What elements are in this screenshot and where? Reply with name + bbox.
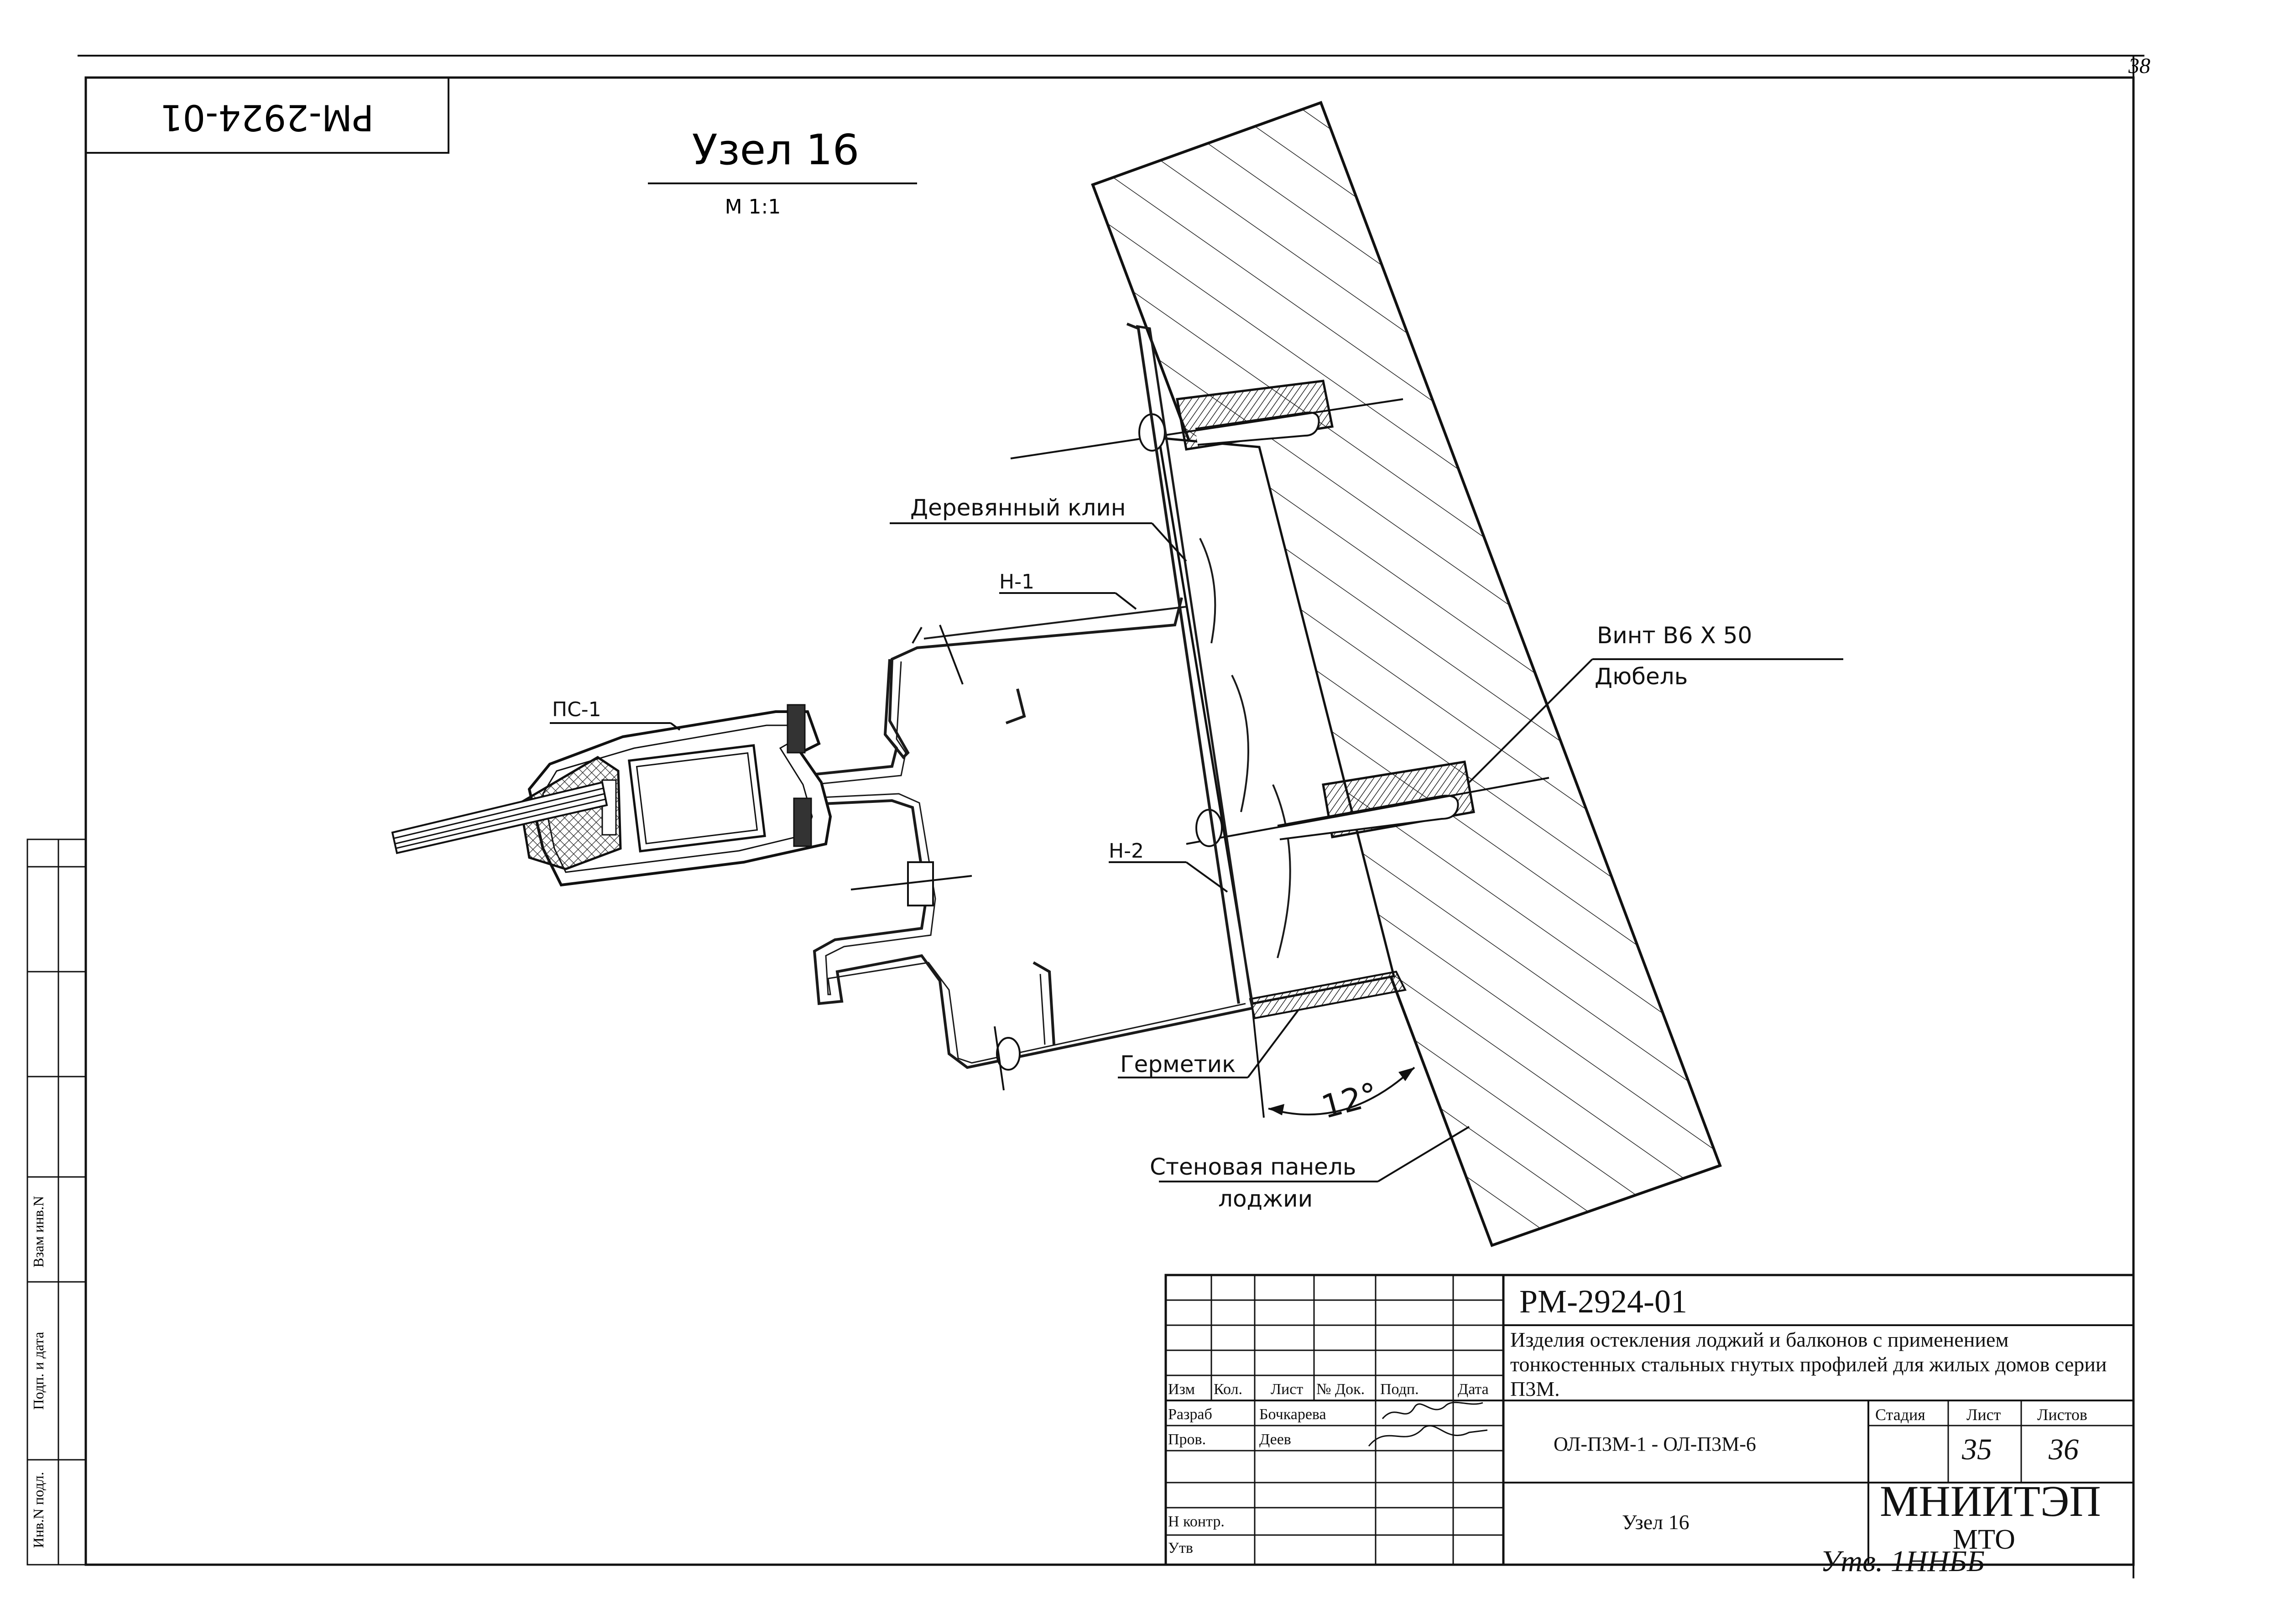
tb-role-checker: Пров. (1168, 1431, 1206, 1448)
tb-name-developer: Бочкарева (1259, 1406, 1326, 1423)
label-h1: Н-1 (999, 570, 1034, 593)
label-wall-panel-1: Стеновая панель (1150, 1154, 1356, 1180)
tb-doc-code: РМ-2924-01 (1519, 1283, 1688, 1320)
leader-lines (550, 522, 1843, 1182)
tb-org-2: МТО (1953, 1524, 2015, 1555)
page-number: 38 (2128, 54, 2150, 78)
corner-code-box (85, 77, 449, 154)
main-profile (780, 659, 1253, 1091)
label-sealant: Герметик (1120, 1051, 1236, 1077)
left-strip: Взам инв.N Подп. и дата Инв.N подл. (26, 838, 87, 1566)
lower-dowel (1186, 760, 1549, 847)
label-wood-wedge: Деревянный клин (910, 494, 1126, 521)
label-h2: Н-2 (1109, 839, 1144, 863)
angle-dimension (1252, 1008, 1415, 1118)
glass-unit (391, 781, 608, 854)
label-ps1: ПС-1 (552, 698, 601, 721)
tb-header-izm: Изм (1168, 1381, 1195, 1398)
tb-stage-label: Стадия (1875, 1405, 1925, 1424)
tb-sheet-label: Лист (1966, 1405, 2001, 1424)
tb-sheets-value: 36 (2049, 1433, 2079, 1466)
tb-sheet-value: 35 (1962, 1433, 1992, 1466)
signature-checker (1368, 1425, 1488, 1447)
tb-header-doc: № Док. (1316, 1381, 1365, 1398)
strip-vzam-label: Взам инв.N (30, 1196, 47, 1268)
tb-approval-note: Утв. 1ННББ (1820, 1545, 1985, 1578)
tb-header-podp: Подп. (1380, 1381, 1419, 1398)
title-block-grid (1164, 1274, 2135, 1566)
corner-code: РМ-2924-01 (160, 97, 374, 138)
tb-sheets-label: Листов (2037, 1405, 2087, 1424)
label-dowel: Дюбель (1595, 663, 1688, 690)
tb-role-developer: Разраб (1168, 1406, 1212, 1423)
tb-org-1: МНИИТЭП (1880, 1477, 2101, 1525)
tb-header-list: Лист (1271, 1381, 1304, 1398)
bracket-h1 (884, 323, 1254, 1009)
tb-name-checker: Деев (1259, 1431, 1291, 1448)
tb-sheet-name: Узел 16 (1622, 1510, 1690, 1534)
node-title: Узел 16 (692, 125, 860, 174)
tb-header-date: Дата (1458, 1381, 1489, 1398)
tb-product: ОЛ-П3М-1 - ОЛ-П3М-6 (1554, 1433, 1756, 1455)
strip-inv-label: Инв.N подл. (30, 1472, 47, 1548)
node-scale: М 1:1 (725, 195, 781, 219)
label-angle: 12° (1318, 1075, 1382, 1126)
tb-description: Изделия остекления лоджий и балконов с п… (1510, 1328, 2107, 1400)
tb-header-kol: Кол. (1214, 1381, 1243, 1398)
strip-podp-label: Подп. и дата (30, 1332, 47, 1410)
tb-role-ncontrol: Н контр. (1168, 1513, 1225, 1530)
label-wall-panel-2: лоджии (1218, 1186, 1313, 1212)
upper-dowel (1010, 380, 1403, 459)
signature-developer (1382, 1401, 1483, 1419)
tb-role-approve: Утв (1168, 1540, 1193, 1556)
label-screw: Винт В6 Х 50 (1597, 622, 1752, 649)
